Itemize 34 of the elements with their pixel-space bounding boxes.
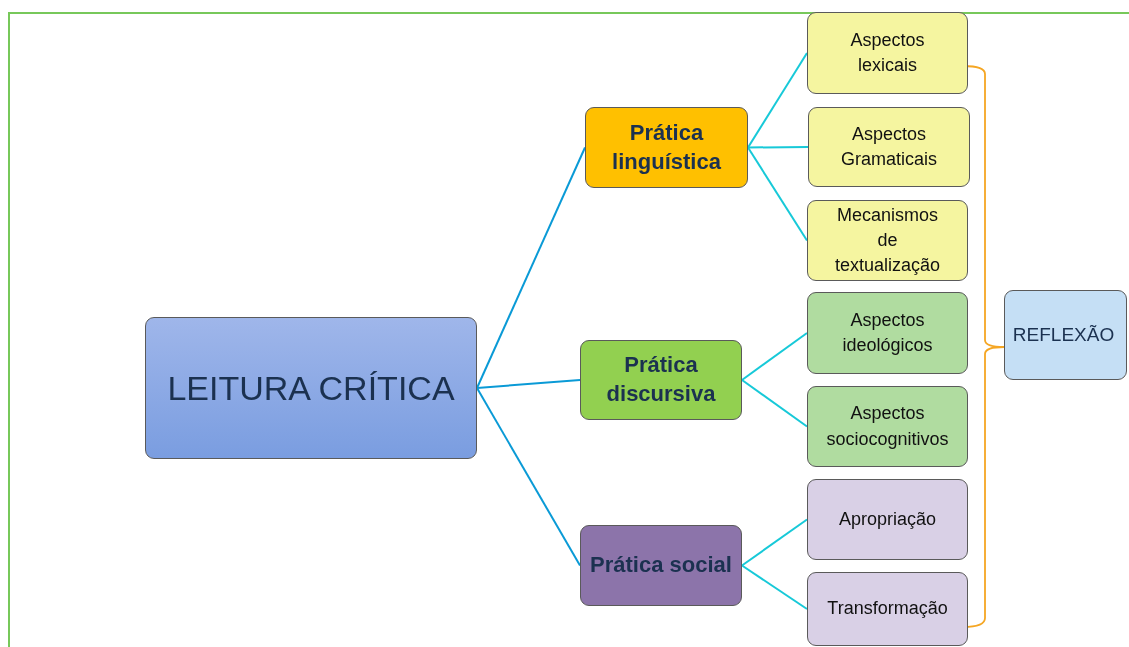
connector-line bbox=[747, 146, 808, 242]
node-label: REFLEXÃO bbox=[1012, 323, 1115, 347]
item-box bbox=[808, 107, 970, 187]
connector-line bbox=[741, 518, 808, 567]
connector-line bbox=[741, 564, 808, 610]
node-label: Prática discursiva bbox=[605, 351, 717, 408]
node-label: Aspectos sociocognitivos bbox=[825, 402, 950, 451]
connector-line bbox=[476, 146, 586, 389]
connector-line bbox=[747, 146, 809, 149]
connector-line bbox=[747, 52, 808, 149]
node-label: LEITURA CRÍTICA bbox=[167, 367, 455, 409]
node-label: Aspectos Gramaticais bbox=[840, 122, 938, 171]
node-label: Mecanismos de textualização bbox=[833, 203, 942, 278]
connector-line bbox=[476, 379, 581, 389]
node-label: Aspectos lexicais bbox=[849, 28, 926, 77]
node-label: Prática linguística bbox=[611, 118, 722, 176]
connector-line bbox=[741, 332, 808, 381]
node-label: Apropriação bbox=[838, 507, 937, 531]
item-box bbox=[807, 292, 968, 374]
node-label: Prática social bbox=[590, 551, 732, 580]
category-box bbox=[580, 525, 742, 606]
category-box bbox=[580, 340, 742, 420]
item-box bbox=[807, 200, 968, 281]
item-box bbox=[807, 572, 968, 646]
node-label: Transformação bbox=[827, 597, 948, 621]
node-label: Aspectos ideológicos bbox=[841, 308, 934, 357]
category-box bbox=[585, 107, 748, 188]
result-box bbox=[1004, 290, 1127, 380]
item-box bbox=[807, 12, 968, 94]
connector-line bbox=[741, 379, 808, 428]
topic-box bbox=[145, 317, 477, 459]
item-box bbox=[807, 386, 968, 467]
item-box bbox=[807, 479, 968, 560]
connector-line bbox=[476, 387, 581, 567]
